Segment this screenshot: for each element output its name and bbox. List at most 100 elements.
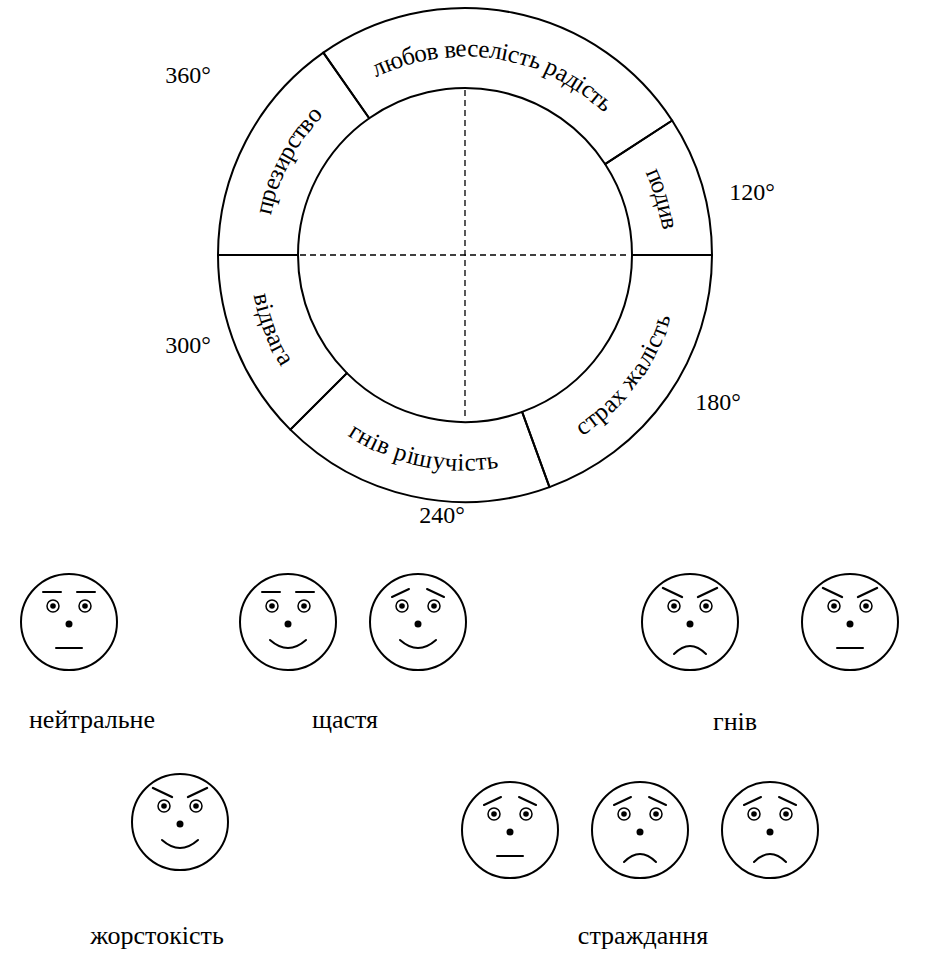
letter: в [374,432,395,460]
letter: д [561,65,585,93]
letter: т [579,406,603,433]
letter: р [587,398,613,425]
face-suffering [722,782,818,878]
letter [436,37,445,63]
letter: о [300,101,327,127]
segment-outline [215,5,715,505]
face-caption: гнів [713,708,757,737]
letter: а [552,59,574,86]
letter: ь [526,47,545,74]
letter: ь [593,90,618,116]
angle-label: 120° [729,179,775,205]
letter: т [644,321,671,340]
letter: в [443,36,457,62]
segment-outline [215,5,715,505]
face-caption: щастя [312,706,378,735]
letter: і [367,429,384,455]
letter: б [398,42,417,70]
letter: а [272,347,299,369]
face-cruelty [132,774,228,870]
face-anger [642,574,738,670]
segment-label: гнів рішучість [215,5,715,505]
letter: ю [380,46,406,76]
letter: с [577,76,601,103]
letter: в [258,319,286,339]
face-suffering [462,782,558,878]
ring-segment: гнів рішучість [215,5,715,505]
ring-segment: любов веселість радість [215,5,715,505]
letter: с [640,331,667,351]
ring-segment: страх жалість [215,5,715,505]
letter: п [642,163,670,185]
letter: с [506,40,523,67]
letter: в [292,111,319,136]
letter: и [654,201,681,219]
letter: л [367,53,389,81]
letter: ь [485,447,500,473]
segment-label: подив [215,5,715,505]
ring-segment: відвага [215,5,715,505]
face-caption: нейтральне [29,706,155,735]
letter: ч [444,449,458,475]
ring-segment: подив [215,5,715,505]
letter: в [249,290,276,307]
segment-outline [215,5,715,505]
letter: і [457,449,464,474]
letter: т [585,83,609,109]
letter: і [252,301,278,314]
letter: і [500,39,512,65]
segment-outline [215,5,715,505]
angle-label: 180° [695,389,741,415]
letter: а [625,356,652,379]
face-happy [370,574,466,670]
face-happy [240,574,336,670]
letter: ш [411,444,435,472]
letter: с [278,130,305,153]
letter: о [646,176,674,196]
letter: х [603,383,630,409]
letter: и [265,151,293,174]
face-neutral [21,574,117,670]
letter: е [456,35,468,60]
letter: р [391,438,411,466]
segment-label: відвага [215,5,715,505]
letter: н [355,423,379,451]
letter: р [253,185,281,204]
letter: т [475,448,488,474]
letter [385,436,400,462]
letter [612,378,635,399]
angle-label: 360° [165,62,211,88]
letter [536,51,551,76]
letter: а [596,391,621,417]
segment-label: страх жалість [215,5,715,505]
face-suffering [592,782,688,878]
letter: т [285,121,312,145]
angle-label: 240° [419,502,465,528]
letter: е [257,174,284,193]
letter: л [631,346,659,369]
segment-label: презирство [215,5,715,505]
letter: і [572,72,592,97]
segment-label: любов веселість радість [215,5,715,505]
letter: а [262,329,289,349]
face-anger [802,574,898,670]
letter: з [261,164,288,183]
letter: у [431,447,447,473]
letter: с [467,35,479,60]
letter: л [488,37,504,64]
letter: д [254,307,282,327]
letter: ь [648,311,675,330]
angle-label: 300° [165,332,211,358]
letter: г [345,418,367,445]
letter: і [637,340,662,358]
letter: в [424,37,440,64]
letter: г [267,339,294,359]
segment-outline [215,5,715,505]
letter: р [541,53,563,81]
letter: п [250,198,277,217]
letter: с [464,449,476,474]
dashed-cross [300,90,630,420]
letter: ж [615,365,645,394]
